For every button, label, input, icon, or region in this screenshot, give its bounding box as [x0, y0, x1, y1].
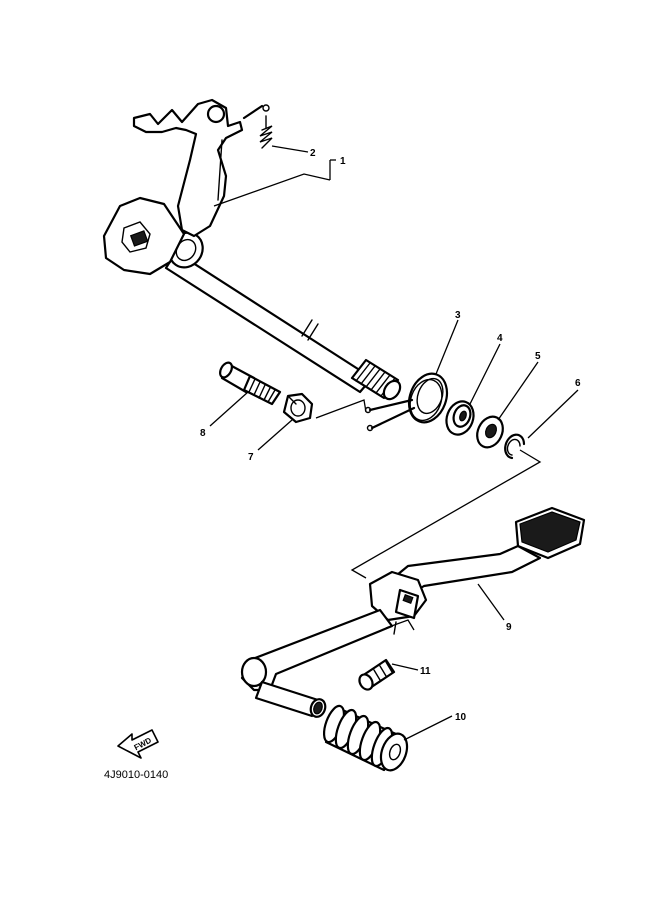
callout-1: 1: [340, 156, 346, 167]
drawing-code: 4J9010-0140: [104, 769, 168, 781]
pedal-rubber-ribs: [322, 704, 394, 768]
callout-2: 2: [310, 148, 316, 159]
torsion-spring: [364, 372, 449, 432]
leader-10: [403, 715, 453, 741]
callout-11: 11: [420, 666, 431, 677]
stopper-bolt-threads: [248, 378, 276, 403]
stopper-bolt: [219, 361, 282, 406]
oil-seal: [445, 400, 475, 436]
callout-3: 3: [455, 310, 461, 321]
callout-9: 9: [506, 622, 512, 633]
pinch-bolt: [358, 658, 396, 691]
shift-pedal: [240, 506, 586, 718]
fwd-arrow-icon: FWD: [117, 729, 159, 759]
washer: [476, 415, 504, 449]
callout-7: 7: [248, 452, 254, 463]
shift-shaft-assembly: [102, 98, 402, 401]
callout-labels: 1 2 3 4 5 6 7 8 9 10 11: [200, 148, 581, 723]
callout-5: 5: [535, 351, 541, 362]
leader-8: [209, 391, 249, 427]
foot-pad-texture: [519, 511, 581, 553]
leader-7: [257, 419, 293, 451]
leader-3: [435, 319, 459, 375]
nut: [282, 392, 314, 424]
pedal-rubber: [322, 704, 409, 772]
leader-lines: [209, 145, 579, 741]
leader-5: [497, 361, 539, 421]
callout-10: 10: [455, 712, 467, 723]
circlip: [504, 433, 526, 460]
spring: [259, 115, 273, 149]
callout-8: 8: [200, 428, 206, 439]
leader-6: [527, 389, 579, 439]
callout-4: 4: [497, 333, 503, 344]
callout-6: 6: [575, 378, 581, 389]
leader-11: [391, 663, 419, 671]
leader-2: [271, 145, 309, 153]
leader-4: [469, 343, 501, 405]
leader-9: [477, 583, 505, 621]
assembly-lines: [213, 173, 542, 631]
